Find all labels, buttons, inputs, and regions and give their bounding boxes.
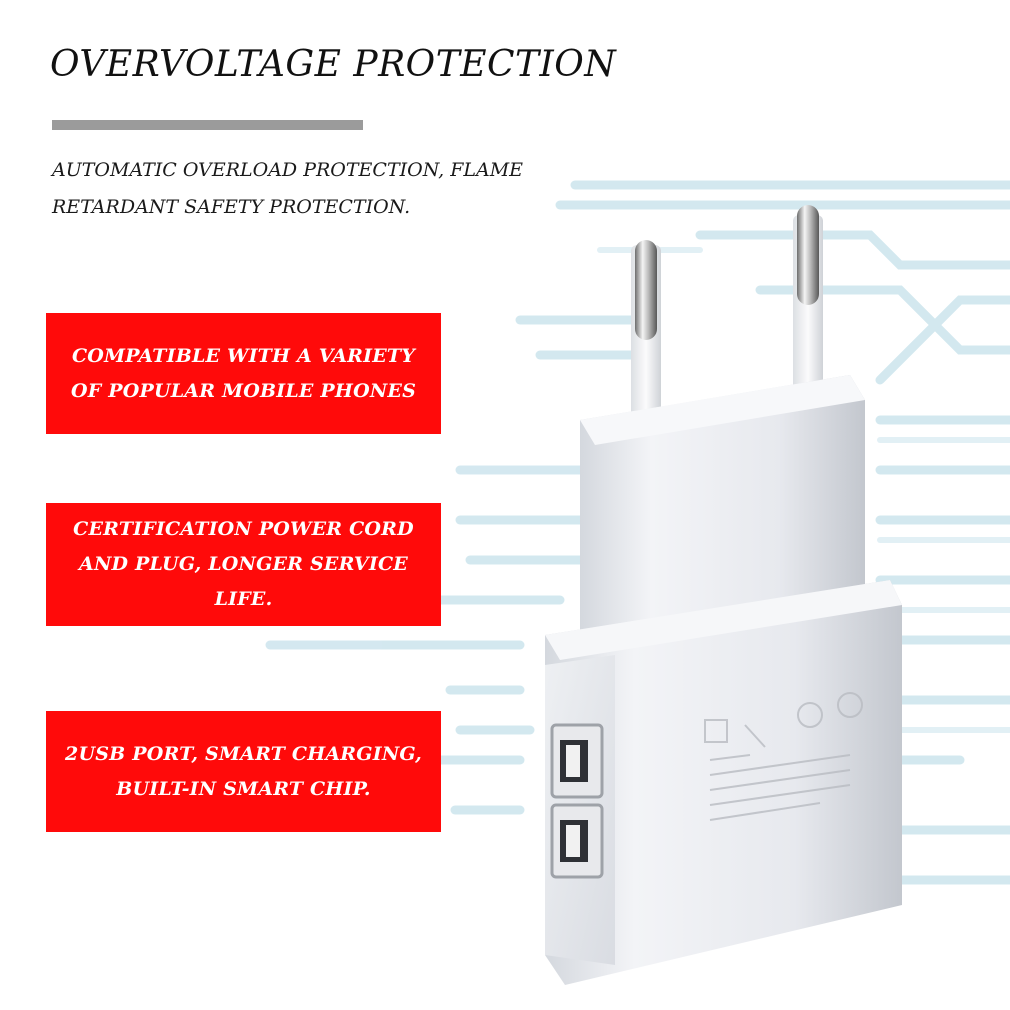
headline: OVERVOLTAGE PROTECTION: [50, 44, 617, 85]
feature-text: 2USB PORT, SMART CHARGING, BUILT-IN SMAR…: [65, 742, 422, 800]
usb-charger-icon: [545, 205, 902, 985]
feature-box-certification: CERTIFICATION POWER CORD AND PLUG, LONGE…: [46, 503, 441, 626]
feature-text: CERTIFICATION POWER CORD AND PLUG, LONGE…: [73, 518, 414, 610]
headline-divider: [52, 120, 363, 130]
feature-box-usb-ports: 2USB PORT, SMART CHARGING, BUILT-IN SMAR…: [46, 711, 441, 832]
feature-box-compatibility: COMPATIBLE WITH A VARIETY OF POPULAR MOB…: [46, 313, 441, 434]
feature-text: COMPATIBLE WITH A VARIETY OF POPULAR MOB…: [70, 344, 416, 402]
subtitle: AUTOMATIC OVERLOAD PROTECTION, FLAME RET…: [52, 159, 524, 218]
